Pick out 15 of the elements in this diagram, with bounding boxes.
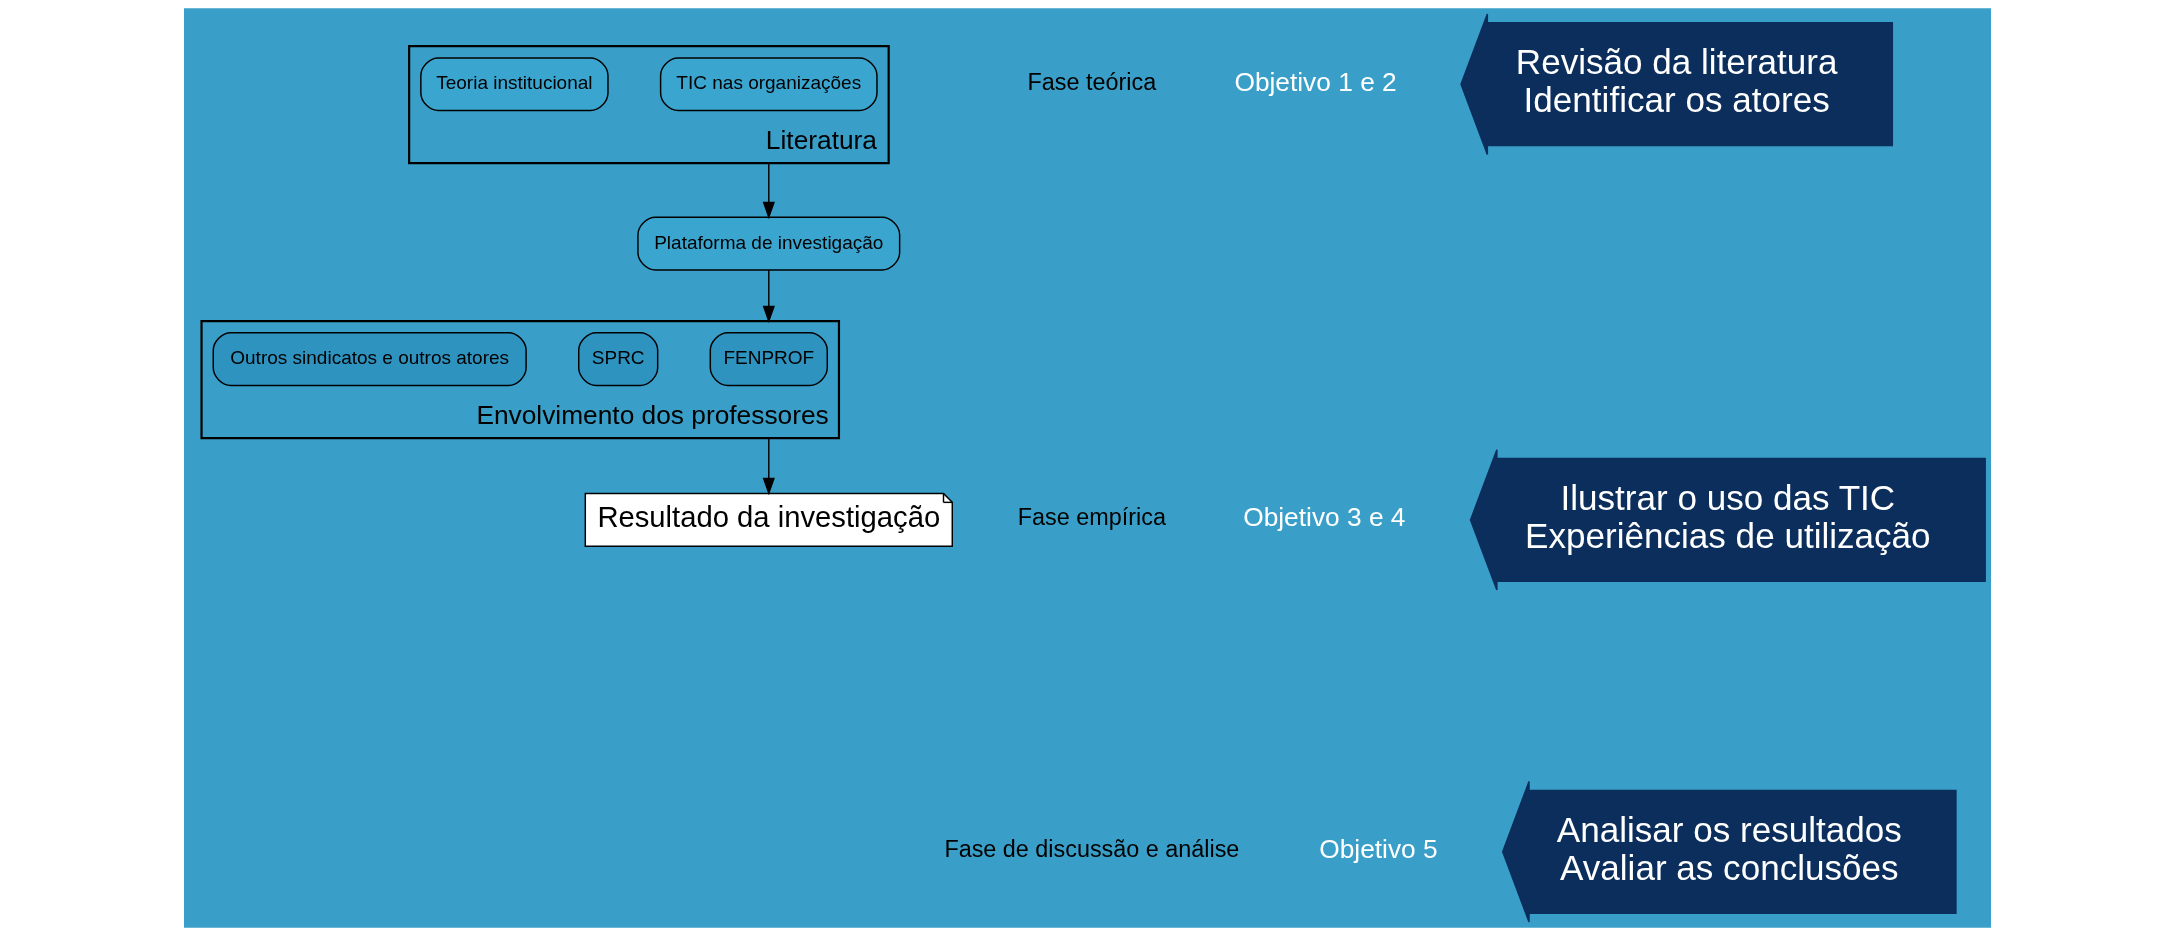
arrow bbox=[762, 269, 775, 324]
label: Objetivo 1 e 2 bbox=[1233, 66, 1397, 97]
node-box: FENPROF bbox=[709, 332, 828, 387]
label: Fase de discussão e análise bbox=[943, 836, 1239, 863]
node-box: SPRC bbox=[577, 332, 658, 387]
arrow bbox=[762, 162, 775, 220]
label: Fase teórica bbox=[1027, 68, 1156, 95]
node-box: Teoria institucional bbox=[419, 57, 609, 112]
arrow bbox=[762, 437, 775, 496]
label: Fase empírica bbox=[1017, 504, 1166, 531]
label: Objetivo 3 e 4 bbox=[1242, 502, 1405, 533]
node-box: Plataforma de investigação bbox=[636, 216, 900, 271]
node-box: Outros sindicatos e outros atores bbox=[212, 332, 527, 387]
label: Objetivo 5 bbox=[1318, 834, 1438, 865]
node-box: TIC nas organizações bbox=[659, 57, 878, 112]
